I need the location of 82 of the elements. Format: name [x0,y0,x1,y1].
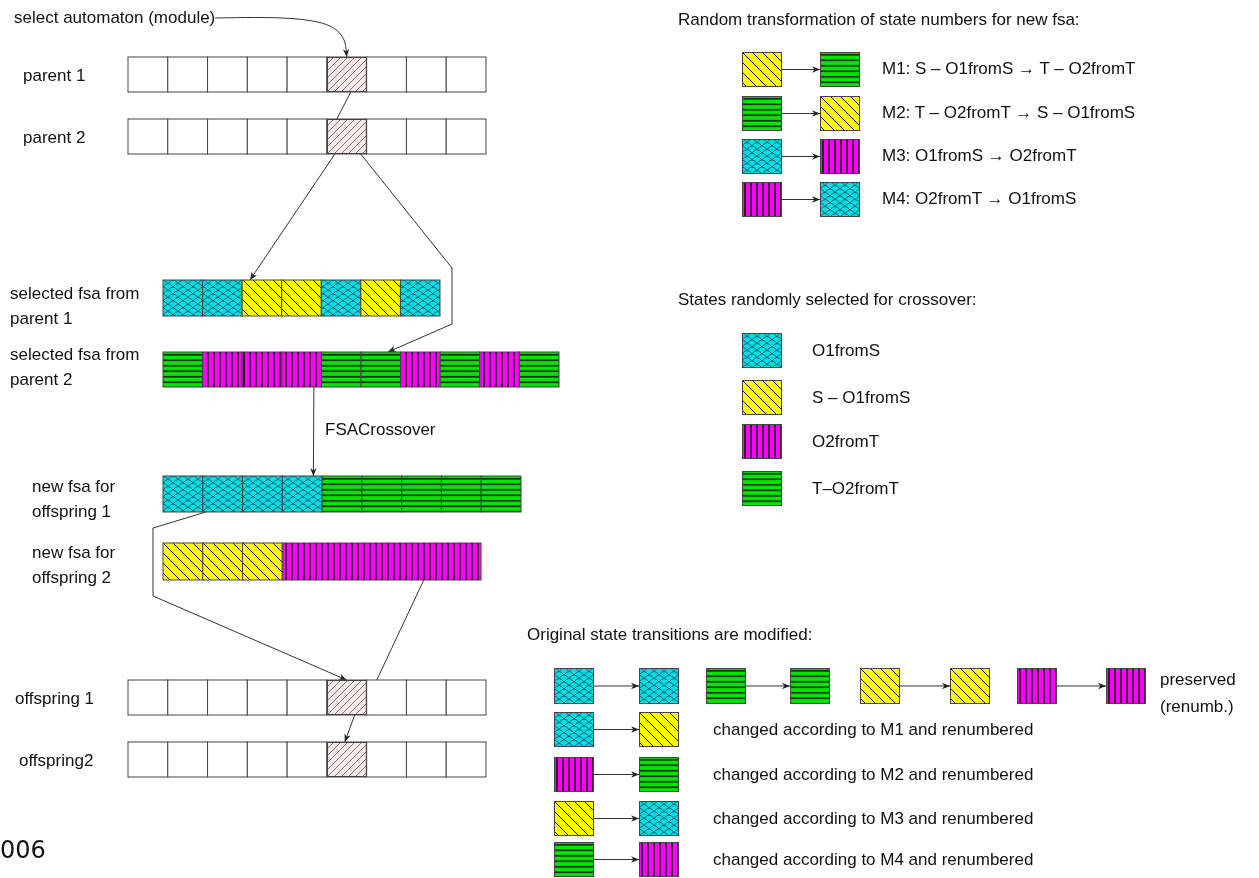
row-label: parent 2 [23,127,87,149]
arrow [360,153,453,353]
hatched-cell [326,57,367,92]
pattern-swatch [1017,668,1057,704]
hatched-cell [326,742,367,777]
row-label: selected fsa from parent 2 [10,344,141,391]
cell-row [163,352,559,387]
arrow [781,110,821,117]
pattern-swatch [554,757,594,792]
heading: Random transformation of state numbers for new fsa: [678,9,1080,31]
arrow [593,771,640,778]
cell-row [128,742,486,777]
pattern-swatch [860,668,900,704]
connector-line [376,579,425,681]
slide-number: 006 [0,836,46,865]
pattern-swatch [706,668,746,704]
row-label: offspring 1 [15,688,96,710]
pattern-swatch [742,96,782,131]
connector-line [336,91,352,120]
pattern-swatch [554,801,594,836]
pattern-swatch [554,712,594,747]
cell-row [128,57,486,92]
heading: Original state transitions are modified: [527,624,813,646]
description-text: changed according to M4 and renumbered [713,849,1034,871]
legend-label: O2fromT [812,431,880,453]
cell-row [163,543,481,580]
arrow [899,682,951,690]
pattern-swatch [639,668,679,704]
row-label: new fsa for offspring 2 [32,542,117,589]
arrow [593,815,640,822]
arrow [344,714,356,743]
arrow [249,153,336,281]
pattern-swatch [820,96,860,131]
cell-row [163,280,440,316]
mapping-text: M2: T – O2fromT → S – O1fromS [882,102,1136,124]
pattern-swatch [790,668,830,704]
pattern-swatch [639,712,679,747]
cell-row [128,119,486,154]
pattern-swatch [742,52,782,87]
pattern-swatch [742,182,782,217]
arrow [781,153,821,160]
row-label: offspring2 [19,750,95,772]
legend-label: O1fromS [812,340,881,362]
arrow [593,682,640,690]
pattern-swatch [950,668,990,704]
pattern-swatch [639,801,679,836]
arrow [310,386,317,477]
legend-label: S – O1fromS [812,387,911,409]
mapping-text: M4: O2fromT → O1fromS [882,188,1077,210]
pattern-swatch [820,182,860,217]
arrow [781,66,821,73]
pattern-swatch [742,139,782,174]
pattern-swatch [554,668,594,704]
arrow [593,856,640,863]
heading: States randomly selected for crossover: [678,289,977,311]
hatched-cell [326,119,367,154]
arrow [593,726,640,733]
mapping-text: M3: O1fromS → O2fromT [882,145,1077,167]
arrow [214,16,350,58]
note-text: preserved (renumb.) [1160,669,1237,718]
legend-label: T–O2fromT [812,478,899,500]
pattern-swatch [820,139,860,174]
description-text: changed according to M3 and renumbered [713,808,1034,830]
row-label: new fsa for offspring 1 [32,476,117,523]
pattern-swatch [639,757,679,792]
row-label: selected fsa from parent 1 [10,283,141,330]
hatched-cell [326,680,367,715]
pattern-swatch [1106,668,1146,704]
cell-row [163,476,521,512]
row-label: parent 1 [23,65,87,87]
pattern-swatch [639,842,679,877]
arrow [781,196,821,203]
cell-row [128,680,486,715]
arrow [152,511,348,681]
arrow [745,682,791,690]
description-text: changed according to M1 and renumbered [713,719,1034,741]
annotation-text: select automaton (module) [14,4,216,32]
arrow [1056,682,1107,690]
description-text: changed according to M2 and renumbered [713,764,1034,786]
pattern-swatch [820,52,860,87]
mapping-text: M1: S – O1fromS → T – O2fromT [882,58,1136,80]
pattern-swatch [554,842,594,877]
